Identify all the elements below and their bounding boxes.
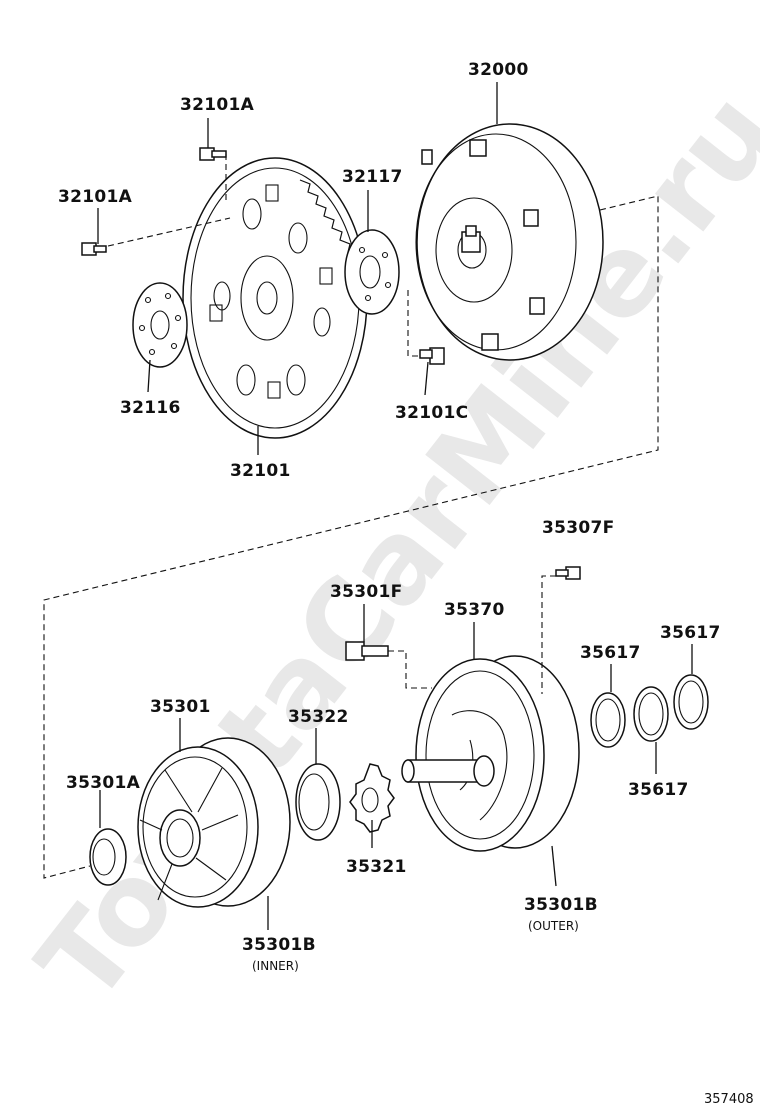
label-32000: 32000 xyxy=(468,60,529,80)
bolt-35301F xyxy=(345,641,389,661)
oil-seal-35301A xyxy=(89,828,127,886)
note-outer: (OUTER) xyxy=(528,919,579,933)
label-35301B-inner: 35301B xyxy=(242,935,316,955)
leaders-top xyxy=(97,82,498,455)
label-35321: 35321 xyxy=(346,857,407,877)
label-35301A: 35301A xyxy=(66,773,141,793)
label-32117: 32117 xyxy=(342,167,403,187)
dash-lines-bottom xyxy=(388,575,566,694)
torque-converter-32000 xyxy=(415,123,604,361)
watermark: ToyotaCarMine.ru xyxy=(14,69,760,1027)
label-35301B-outer: 35301B xyxy=(524,895,598,915)
label-32101C: 32101C xyxy=(395,403,468,423)
label-35370: 35370 xyxy=(444,600,505,620)
dash-lines-top xyxy=(43,154,659,879)
driven-gear-35322 xyxy=(295,763,341,841)
pump-body-35301 xyxy=(137,737,291,908)
leaders-bottom xyxy=(99,604,693,930)
seal-ring-35617-c xyxy=(673,674,709,730)
label-35617-c: 35617 xyxy=(660,623,721,643)
drive-plate-32101 xyxy=(182,157,368,439)
bolt-32101A-top xyxy=(199,147,227,161)
label-32116: 32116 xyxy=(120,398,181,418)
drive-gear-35321 xyxy=(349,763,395,833)
label-35301: 35301 xyxy=(150,697,211,717)
label-32101A-left: 32101A xyxy=(58,187,133,207)
label-35322: 35322 xyxy=(288,707,349,727)
stator-shaft-35370 xyxy=(401,655,580,852)
label-35301F: 35301F xyxy=(330,582,403,602)
note-inner: (INNER) xyxy=(252,959,299,973)
seal-ring-35617-b xyxy=(633,686,669,742)
document-number: 357408 xyxy=(704,1092,754,1107)
label-32101: 32101 xyxy=(230,461,291,481)
bolt-32101A-left xyxy=(81,242,107,256)
label-35617-a: 35617 xyxy=(580,643,641,663)
plate-32117 xyxy=(344,229,400,315)
label-35307F: 35307F xyxy=(542,518,615,538)
seal-ring-35617-a xyxy=(590,692,626,748)
bolt-32101C xyxy=(419,347,445,365)
bolt-35307F xyxy=(555,566,581,580)
label-35617-b: 35617 xyxy=(628,780,689,800)
plate-32116 xyxy=(132,282,188,368)
label-32101A-top: 32101A xyxy=(180,95,255,115)
